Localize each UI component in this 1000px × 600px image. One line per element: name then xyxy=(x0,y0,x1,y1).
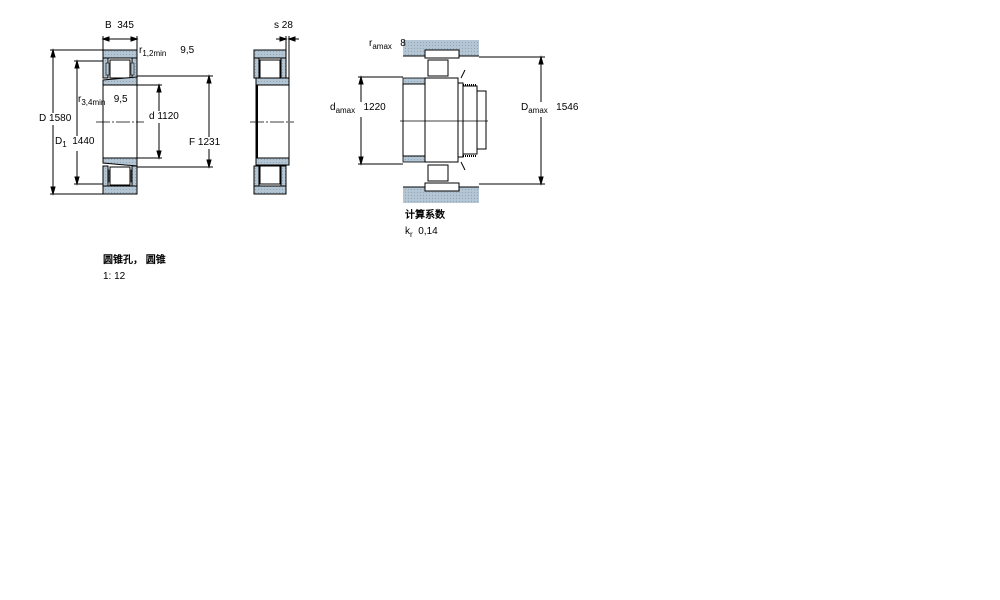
bore-type-note: 圆锥孔， 圆锥 xyxy=(103,255,166,266)
dim-s-symbol: s xyxy=(274,20,279,31)
dim-ra-value: 8 xyxy=(400,38,406,49)
dim-da-sub: amax xyxy=(335,106,356,115)
dim-r34-value: 9,5 xyxy=(113,94,128,105)
dim-r12: r1,2min 9,5 xyxy=(139,45,194,60)
dim-d: d 1120 xyxy=(149,111,179,123)
view2-section xyxy=(250,49,294,195)
taper-note: 1: 12 xyxy=(103,271,126,282)
dim-Da-symbol: D xyxy=(521,102,529,113)
dim-d-value: 1120 xyxy=(157,111,179,122)
dim-Da-value: 1546 xyxy=(556,102,579,113)
dim-D1: D1 1440 xyxy=(55,136,95,151)
view3-mounting xyxy=(400,40,488,203)
view3-dimensions xyxy=(358,55,545,186)
dim-B: B 345 xyxy=(105,20,134,32)
dim-da-symbol: d xyxy=(330,102,336,113)
dim-s-value: 28 xyxy=(281,20,293,31)
dim-da: damax 1220 xyxy=(330,102,386,117)
dim-r12-symbol: r xyxy=(139,45,143,56)
dim-r34: r3,4min 9,5 xyxy=(78,94,128,109)
dim-D1-sub: 1 xyxy=(62,140,67,149)
dim-D1-symbol: D xyxy=(55,136,63,147)
calc-factors-heading: 计算系数 xyxy=(405,210,445,221)
dim-D-value: 1580 xyxy=(49,113,72,124)
dim-B-value: 345 xyxy=(117,20,134,31)
dim-r34-sub: 3,4min xyxy=(81,98,106,107)
factor-kr: kr 0,14 xyxy=(405,226,438,241)
dim-B-symbol: B xyxy=(105,20,112,31)
dim-da-value: 1220 xyxy=(363,102,386,113)
view1-section xyxy=(96,49,144,195)
factor-kr-symbol: k xyxy=(405,226,410,237)
dim-ra: ramax 8 xyxy=(369,38,406,53)
dim-ra-symbol: r xyxy=(369,38,373,49)
dim-r12-value: 9,5 xyxy=(180,45,195,56)
dim-D: D 1580 xyxy=(39,113,72,125)
dim-F-symbol: F xyxy=(189,137,196,148)
dim-D-symbol: D xyxy=(39,113,47,124)
view2-dimensions xyxy=(276,36,299,78)
dim-d-symbol: d xyxy=(149,111,155,122)
dim-r34-symbol: r xyxy=(78,94,82,105)
factor-kr-value: 0,14 xyxy=(418,226,438,237)
dim-s: s 28 xyxy=(274,20,293,32)
dim-F-value: 1231 xyxy=(197,137,221,148)
dim-Da-sub: amax xyxy=(528,106,548,115)
dim-r12-sub: 1,2min xyxy=(142,49,167,58)
factor-kr-sub: r xyxy=(410,230,413,239)
dim-D1-value: 1440 xyxy=(72,136,95,147)
dim-F: F 1231 xyxy=(189,137,221,149)
dim-Da: Damax 1546 xyxy=(521,102,579,117)
dim-ra-sub: amax xyxy=(372,42,392,51)
